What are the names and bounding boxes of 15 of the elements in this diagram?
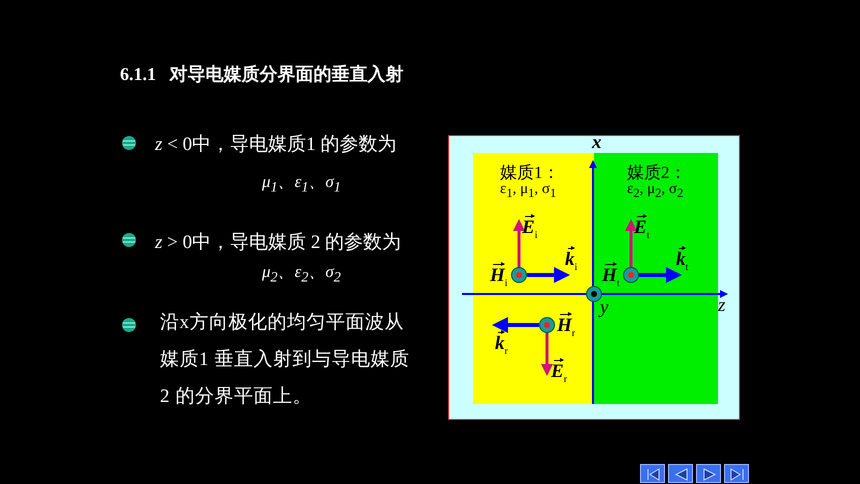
axis-label: x [592,133,602,153]
medium-heading: 媒质2： [627,162,686,184]
bullet-text: z > 0中，导电媒质 2 的参数为 [155,231,402,255]
parameter-text: μ$_{2}$、ε$_{2}$、σ$_{2}$ [262,261,341,286]
slide-title: 6.1.1 对导电媒质分界面的垂直入射 [120,63,404,86]
axis-label: y [600,298,608,318]
bullet-text: 沿x方向极化的均匀平面波从媒质1 垂直入射到与导电媒质2 的分界平面上。 [160,311,410,409]
medium-region [594,153,718,404]
parameter-text: ε$_{2}$, μ$_{2}$, σ$_{2}$ [627,181,684,201]
medium-region [473,153,594,404]
medium-heading: 媒质1： [500,162,560,184]
axis-label: z [718,296,726,316]
parameter-text: ε$_{1}$, μ$_{1}$, σ$_{1}$ [500,181,556,201]
bullet-text: z < 0中，导电媒质1 的参数为 [155,133,396,157]
parameter-text: μ$_{1}$、ε$_{1}$、σ$_{1}$ [262,171,341,196]
